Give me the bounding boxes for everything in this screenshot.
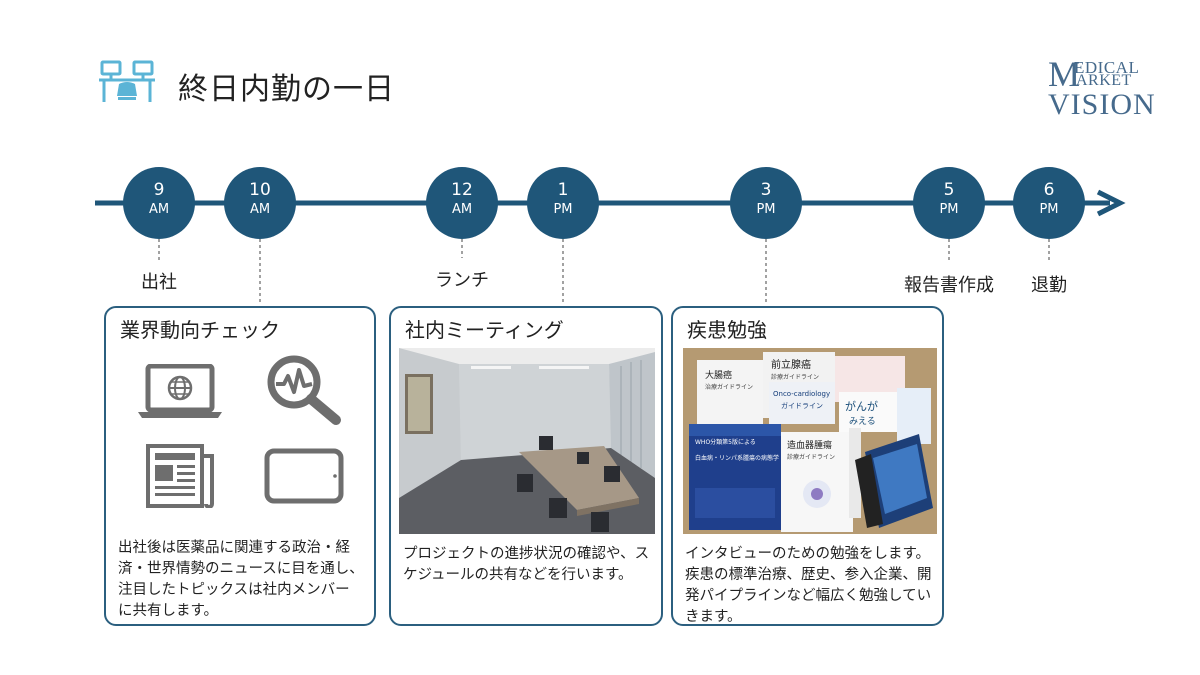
book-subtitle: 治療ガイドライン [705,383,753,391]
time-ampm: PM [756,202,776,217]
time-hour: 12 [451,180,473,200]
card-description: 出社後は医薬品に関連する政治・経済・世界情勢のニュースに目を通し、注目したトピッ… [118,540,364,619]
tablet-icon [264,448,344,504]
book-subtitle: みえる [849,416,876,427]
newspaper-icon [146,444,214,508]
book-subtitle: 診療ガイドライン [771,373,819,381]
meeting-room-photo [399,348,655,534]
time-marker-9am: 9 AM [123,167,195,239]
time-marker-12: 12 AM [426,167,498,239]
time-hour: 6 [1043,180,1055,200]
time-hour: 9 [153,180,165,200]
logo-line-3: VISION [1048,88,1156,121]
book-subtitle: 白血病・リンパ系腫瘍の病態学 [695,454,779,462]
event-label-leave: 退勤 [1031,275,1067,296]
time-marker-5pm: 5 PM [913,167,985,239]
time-ampm: PM [939,202,959,217]
card-title: 疾患勉強 [687,318,767,342]
search-analytics-icon [267,355,341,425]
book-title: 造血器腫瘍 [787,439,832,451]
laptop-globe-icon [138,364,222,418]
book-subtitle: ガイドライン [781,401,823,410]
time-ampm: PM [1039,202,1059,217]
time-ampm: AM [451,202,473,217]
time-marker-3pm: 3 PM [730,167,802,239]
card-industry-trends: 業界動向チェック 出社後は医薬品に関連する政治・経済・世界情勢のニュースに目を通… [104,306,376,626]
book-title: WHO分類第5版による [695,438,756,446]
logo-line-2: ARKET [1076,72,1132,89]
time-ampm: AM [249,202,271,217]
medical-books-photo: 大腸癌 治療ガイドライン 前立腺癌 診療ガイドライン Onco-cardiolo… [683,348,937,534]
brand-logo: M EDICAL ARKET VISION [1048,54,1168,121]
book-title: 大腸癌 [705,369,732,381]
time-ampm: AM [148,202,170,217]
book-title: がんが [845,399,878,413]
page-title: 終日内勤の一日 [178,72,395,107]
time-hour: 5 [943,180,955,200]
card-title: 業界動向チェック [120,318,280,342]
time-marker-6pm: 6 PM [1013,167,1085,239]
card-meeting: 社内ミーティング プロジェクトの進捗状況の確認や、スケジュールの共有などを行いま… [389,306,663,626]
card-title: 社内ミーティング [405,318,564,342]
event-label-report: 報告書作成 [904,275,994,296]
time-marker-1pm: 1 PM [527,167,599,239]
book-title: Onco-cardiology [773,390,830,398]
card-disease-study: 疾患勉強 大腸癌 治療ガイドライン 前立腺癌 診療ガイドライン Onco-car… [671,306,944,626]
card-description: インタビューのための勉強をします。疾患の標準治療、歴史、参入企業、開発パイプライ… [685,546,932,625]
time-ampm: PM [553,202,573,217]
book-subtitle: 診療ガイドライン [787,453,835,461]
event-label-lunch: ランチ [435,270,489,291]
time-hour: 10 [249,180,271,200]
event-label-arrival: 出社 [141,272,177,293]
time-marker-10am: 10 AM [224,167,296,239]
card-description: プロジェクトの進捗状況の確認や、スケジュールの共有などを行います。 [403,546,650,583]
time-hour: 3 [760,180,772,200]
logo-line-1: EDICAL [1074,58,1140,77]
time-hour: 1 [557,180,569,200]
office-desk-icon [99,60,155,102]
book-title: 前立腺癌 [771,358,811,371]
logo-initial: M [1048,54,1081,94]
